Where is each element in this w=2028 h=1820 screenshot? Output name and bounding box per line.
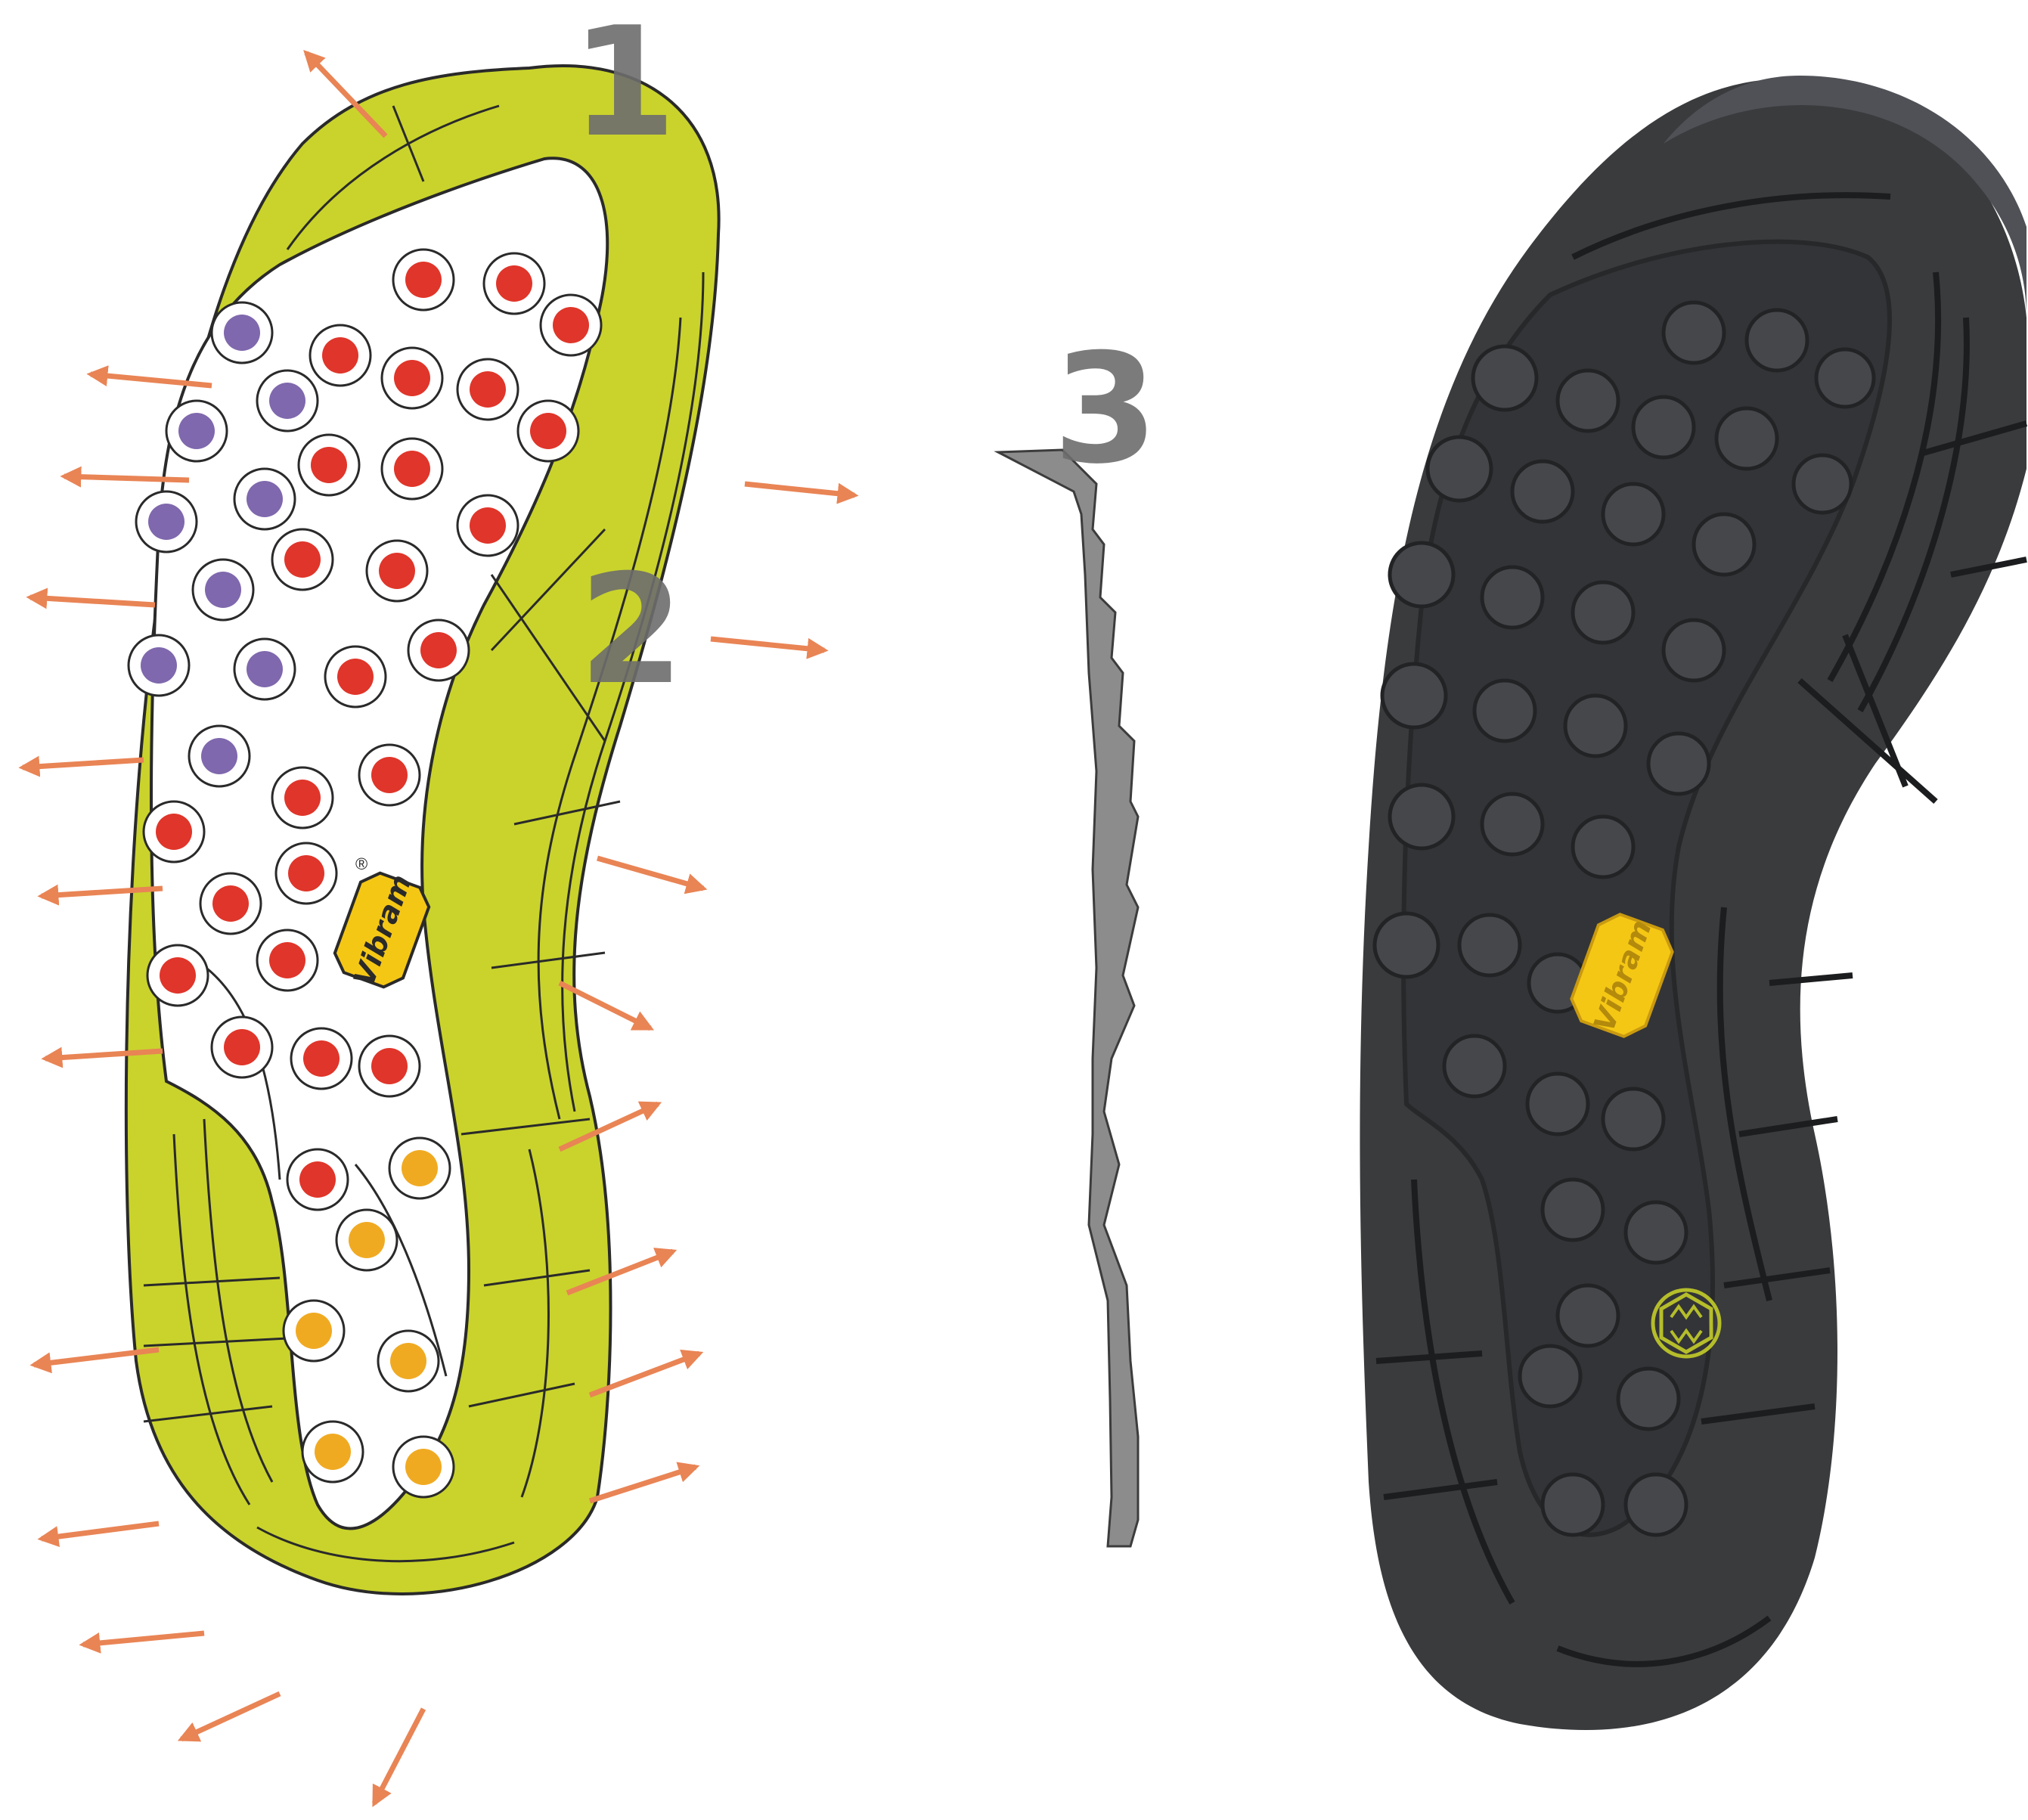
outward-arrow-icon: [597, 858, 703, 888]
lug: [1543, 1474, 1603, 1535]
lug-dot: [349, 1222, 385, 1258]
lug: [1603, 1089, 1664, 1149]
outward-arrow-icon: [83, 1633, 204, 1645]
outward-arrow-icon: [30, 597, 155, 605]
lug: [1527, 1074, 1588, 1134]
outward-arrow-icon: [42, 1524, 159, 1539]
lug-dot: [371, 757, 408, 793]
lug: [1664, 620, 1724, 681]
lug: [1543, 1180, 1603, 1240]
lug-dot: [311, 447, 347, 483]
lug-dot: [337, 659, 374, 695]
lug-dot: [394, 360, 430, 396]
lug: [1428, 437, 1491, 501]
lug-dot: [402, 1150, 438, 1186]
lug: [1633, 397, 1694, 457]
outward-arrow-icon: [374, 1709, 423, 1803]
outward-arrow-icon: [590, 1467, 696, 1501]
lug-dot: [224, 1029, 260, 1065]
lug-dot: [371, 1048, 408, 1084]
lug-dot: [296, 1313, 332, 1349]
zone-label-1: 1: [571, 0, 676, 171]
outward-arrow-icon: [23, 760, 144, 767]
sole-profile-section: 3: [998, 321, 1158, 1546]
outward-arrow-icon: [64, 476, 189, 480]
outward-arrow-icon: [711, 639, 824, 650]
lug-dot: [247, 481, 283, 517]
lug-dot: [269, 383, 305, 419]
lug-dot: [205, 572, 241, 608]
lug-dot: [394, 451, 430, 487]
lug-dot: [303, 1040, 340, 1077]
lug-dot: [224, 315, 260, 351]
lug: [1747, 310, 1807, 371]
lug-dot: [156, 814, 192, 850]
lug: [1573, 817, 1633, 877]
zone-label-2: 2: [578, 542, 684, 718]
lug-dot: [141, 647, 177, 684]
lug-dot: [405, 262, 442, 298]
sole-profile-shape: [998, 450, 1138, 1546]
sole-diagram-left: Vibram ® 1 2: [23, 0, 854, 1803]
lug-dot: [288, 855, 324, 891]
lug: [1444, 1036, 1505, 1096]
registered-mark: ®: [355, 854, 367, 873]
lug: [1618, 1369, 1679, 1429]
lug-dot: [530, 413, 566, 449]
lug-dot: [470, 507, 506, 544]
lug: [1482, 794, 1543, 854]
outward-arrow-icon: [181, 1694, 280, 1739]
lug: [1626, 1474, 1686, 1535]
lug: [1382, 664, 1446, 727]
lug: [1816, 349, 1874, 407]
lug: [1520, 1346, 1580, 1406]
lug-dot: [269, 942, 305, 978]
lug: [1558, 371, 1618, 431]
lug-dot: [470, 371, 506, 408]
lug: [1512, 461, 1573, 522]
lug-dot: [148, 504, 185, 540]
lug-dot: [553, 307, 589, 343]
outward-arrow-icon: [745, 484, 854, 495]
sole-photo-right: Vibram: [1360, 76, 2026, 1730]
lug-dot: [201, 738, 237, 774]
lug-dot: [212, 885, 249, 922]
lug-dot: [405, 1449, 442, 1485]
lug: [1573, 582, 1633, 643]
lug: [1716, 408, 1777, 469]
lug: [1626, 1202, 1686, 1263]
zone-label-3: 3: [1053, 321, 1158, 498]
lug-dot: [247, 651, 283, 687]
lug: [1648, 733, 1709, 794]
lug: [1474, 681, 1535, 741]
lug: [1459, 915, 1520, 975]
lug-dot: [390, 1343, 426, 1379]
lug: [1482, 567, 1543, 628]
lug: [1603, 484, 1664, 544]
lug: [1694, 514, 1754, 575]
lug-dot: [160, 957, 196, 994]
lug-dot: [284, 541, 321, 578]
lug-dot: [315, 1434, 351, 1470]
lug-dot: [496, 265, 532, 302]
lug-dot: [379, 553, 415, 589]
lug-dot: [322, 337, 358, 374]
lug: [1664, 302, 1724, 363]
lug: [1565, 696, 1626, 756]
lug-dot: [284, 780, 321, 816]
lug-dot: [420, 632, 457, 668]
lug-dot: [299, 1161, 336, 1198]
lug: [1473, 346, 1537, 410]
lug: [1794, 455, 1851, 513]
lug: [1558, 1285, 1618, 1346]
lug: [1390, 543, 1453, 606]
lug-dot: [178, 413, 215, 449]
lug: [1390, 785, 1453, 848]
lug: [1375, 913, 1438, 977]
